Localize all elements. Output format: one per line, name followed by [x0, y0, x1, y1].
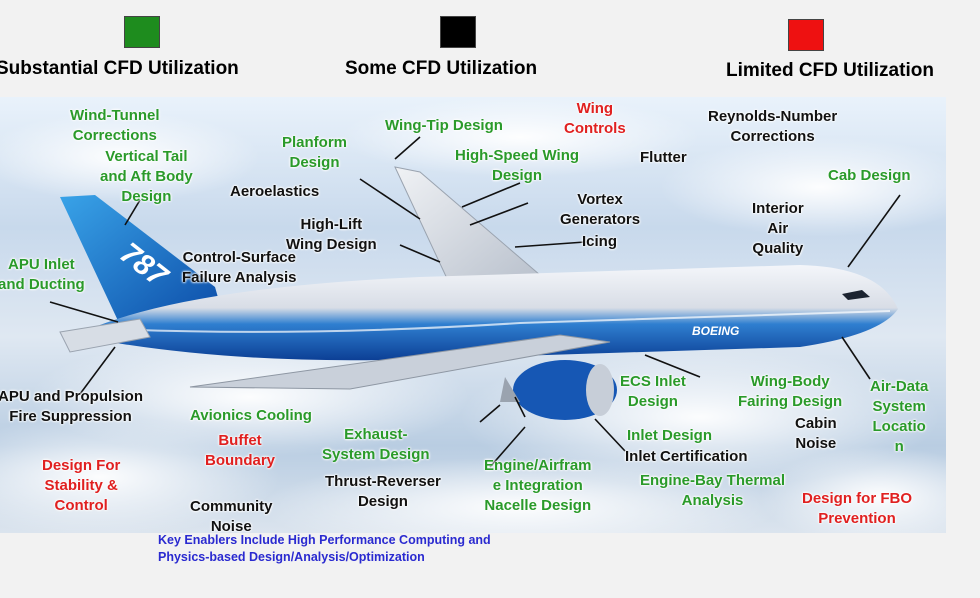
label-buffet: Buffet Boundary [205, 432, 276, 469]
vertical-tail [60, 195, 225, 325]
label-inlet-cert: Inlet Certification [625, 448, 748, 465]
leader-lines [49, 136, 901, 468]
legend-label-some: Some CFD Utilization [345, 58, 538, 79]
label-engine-airframe: Engine/Airfram e Integration Nacelle Des… [484, 457, 592, 514]
label-apu-propulsion: APU and Propulsion Fire Suppression [0, 388, 144, 425]
label-inlet-design: Inlet Design [627, 427, 713, 444]
label-apu-inlet: APU Inlet and Ducting [0, 256, 85, 293]
legend-swatch-limited [788, 19, 824, 51]
engine-inlet [586, 364, 614, 416]
label-wing-tip: Wing-Tip Design [385, 117, 503, 134]
label-flutter: Flutter [640, 149, 687, 166]
label-cabin-noise: Cabin Noise [795, 415, 837, 452]
label-community-noise: Community Noise [190, 498, 273, 533]
aircraft-scene: 787 BOEING [0, 97, 946, 533]
legend-label-limited: Limited CFD Utilization [726, 60, 934, 81]
lower-wing [189, 334, 611, 390]
label-control-surface: Control-Surface Failure Analysis [182, 249, 297, 286]
label-engine-bay: Engine-Bay Thermal Analysis [640, 472, 786, 509]
legend-swatch-some [440, 16, 476, 48]
label-wind-tunnel: Wind-Tunnel Corrections [70, 107, 160, 144]
label-wing-body: Wing-Body Fairing Design [738, 373, 843, 410]
label-thrust-reverser: Thrust-Reverser Design [325, 473, 441, 510]
key-enablers-footer: Key Enablers Include High Performance Co… [158, 533, 491, 564]
label-avionics-cooling: Avionics Cooling [190, 407, 312, 424]
legend-label-substantial: Substantial CFD Utilization [0, 58, 239, 79]
cockpit-window [842, 290, 870, 300]
label-aeroelastics: Aeroelastics [230, 183, 320, 200]
label-wing-controls: Wing Controls [564, 100, 626, 137]
label-air-data: Air-Data System Locatio n [870, 378, 929, 455]
legend-swatch-substantial [124, 16, 160, 48]
label-ecs-inlet: ECS Inlet Design [620, 373, 686, 410]
horizontal-stabilizer [59, 318, 151, 353]
label-vortex-generators: Vortex Generators [560, 191, 641, 228]
fuselage-text: BOEING [692, 324, 739, 338]
label-high-lift: High-Lift Wing Design [286, 216, 377, 253]
label-stability: Design For Stability & Control [42, 457, 121, 514]
label-icing: Icing [582, 233, 618, 250]
label-reynolds: Reynolds-Number Corrections [708, 108, 838, 145]
cloud-layer [0, 97, 946, 533]
label-cab-design: Cab Design [828, 167, 911, 184]
aircraft-illustration: 787 BOEING [0, 97, 946, 533]
label-high-speed-wing: High-Speed Wing Design [455, 147, 580, 184]
label-interior-air: Interior Air Quality [752, 200, 804, 257]
label-fbo-prevention: Design for FBO Prevention [802, 490, 913, 527]
label-exhaust: Exhaust- System Design [322, 426, 430, 463]
label-vertical-tail: Vertical Tail and Aft Body Design [100, 148, 193, 205]
fuselage [100, 265, 898, 361]
label-planform: Planform Design [282, 134, 348, 171]
